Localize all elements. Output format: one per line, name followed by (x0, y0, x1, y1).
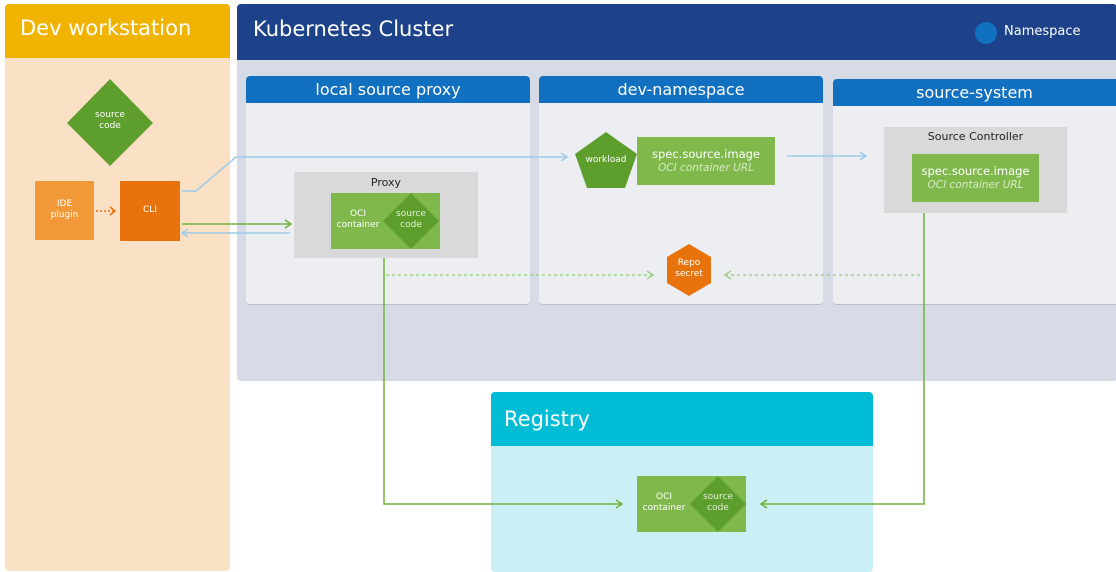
proxy-to-registry-arrowhead (615, 499, 624, 509)
source-controller-spec-box (912, 154, 1039, 202)
cli-box (120, 181, 180, 241)
registry-source-label-line2: code (707, 503, 729, 513)
ide-to-cli-arrowhead (109, 206, 117, 216)
proxy-oci-label-line1: OCI (349, 209, 367, 219)
namespace-legend-label: Namespace (1004, 24, 1081, 39)
proxy-label: Proxy (370, 176, 402, 189)
namespace-dev-header: dev-namespace (539, 76, 823, 103)
registry-source-label-line1: source (703, 492, 733, 502)
workload-spec-box (637, 137, 775, 185)
dev-workstation-title: Dev workstation (20, 16, 192, 40)
cluster-header (237, 4, 1116, 60)
source-controller-spec-label: spec.source.image (921, 164, 1030, 178)
workload-pentagon (575, 132, 637, 188)
proxy-to-cli-arrowhead (180, 228, 189, 238)
proxy-source-label-line2: code (400, 220, 422, 230)
proxy-oci-label-line2: container (336, 220, 380, 230)
proxy-to-registry-line (383, 258, 621, 505)
repo-secret-label-line1: Repo (677, 258, 701, 268)
namespace-source-system-header: source-system (833, 79, 1116, 106)
source-code-diamond (67, 79, 153, 166)
registry-header (491, 392, 873, 446)
dev-workstation-header (5, 4, 230, 58)
registry-source-diamond (690, 476, 746, 532)
proxy-to-secret-arrowhead (646, 270, 655, 280)
source-controller-title: Source Controller (927, 130, 1024, 143)
namespace-local-source-proxy-title: local source proxy (315, 80, 461, 99)
workload-to-controller-arrowhead (859, 151, 868, 161)
controller-to-registry-line (762, 213, 925, 505)
registry-title: Registry (504, 407, 590, 431)
registry-oci-label-line1: OCI (655, 492, 673, 502)
proxy-source-label: source code (385, 209, 437, 231)
source-code-label-line1: source (95, 110, 125, 120)
ide-plugin-box (35, 181, 94, 240)
namespace-dev-title: dev-namespace (617, 80, 745, 99)
workload-spec-label: spec.source.image (651, 147, 760, 161)
cli-to-proxy-arrowhead (284, 219, 293, 229)
cli-to-workload-line (182, 156, 566, 192)
source-code-label: source code (85, 110, 135, 132)
namespace-local-source-proxy-header: local source proxy (246, 76, 530, 103)
workload-spec-sub: OCI container URL (658, 162, 754, 174)
repo-secret-hexagon (667, 244, 711, 296)
source-controller-spec-sub: OCI container URL (927, 179, 1024, 191)
cli-to-workload-arrowhead (560, 152, 569, 162)
repo-secret-label: Repo secret (667, 258, 711, 280)
ide-plugin-label-line2: plugin (50, 210, 79, 220)
controller-to-registry-arrowhead (759, 499, 768, 509)
repo-secret-label-line2: secret (675, 269, 703, 279)
proxy-source-label-line1: source (396, 209, 426, 219)
registry-source-label: source code (692, 492, 744, 514)
registry-oci-label: OCI container (637, 492, 691, 514)
cli-label: CLI (143, 205, 157, 215)
source-code-label-line2: code (99, 121, 121, 131)
cluster-title: Kubernetes Cluster (253, 17, 454, 41)
ide-plugin-label: IDE plugin (35, 199, 94, 221)
registry-oci-label-line2: container (642, 503, 686, 513)
proxy-oci-label: OCI container (331, 209, 385, 231)
ide-plugin-label-line1: IDE (56, 199, 73, 209)
controller-to-secret-arrowhead (723, 270, 732, 280)
proxy-source-diamond (383, 193, 439, 249)
workload-label: workload (585, 155, 627, 165)
namespace-legend-icon (975, 22, 997, 44)
namespace-source-system-title: source-system (916, 83, 1033, 102)
